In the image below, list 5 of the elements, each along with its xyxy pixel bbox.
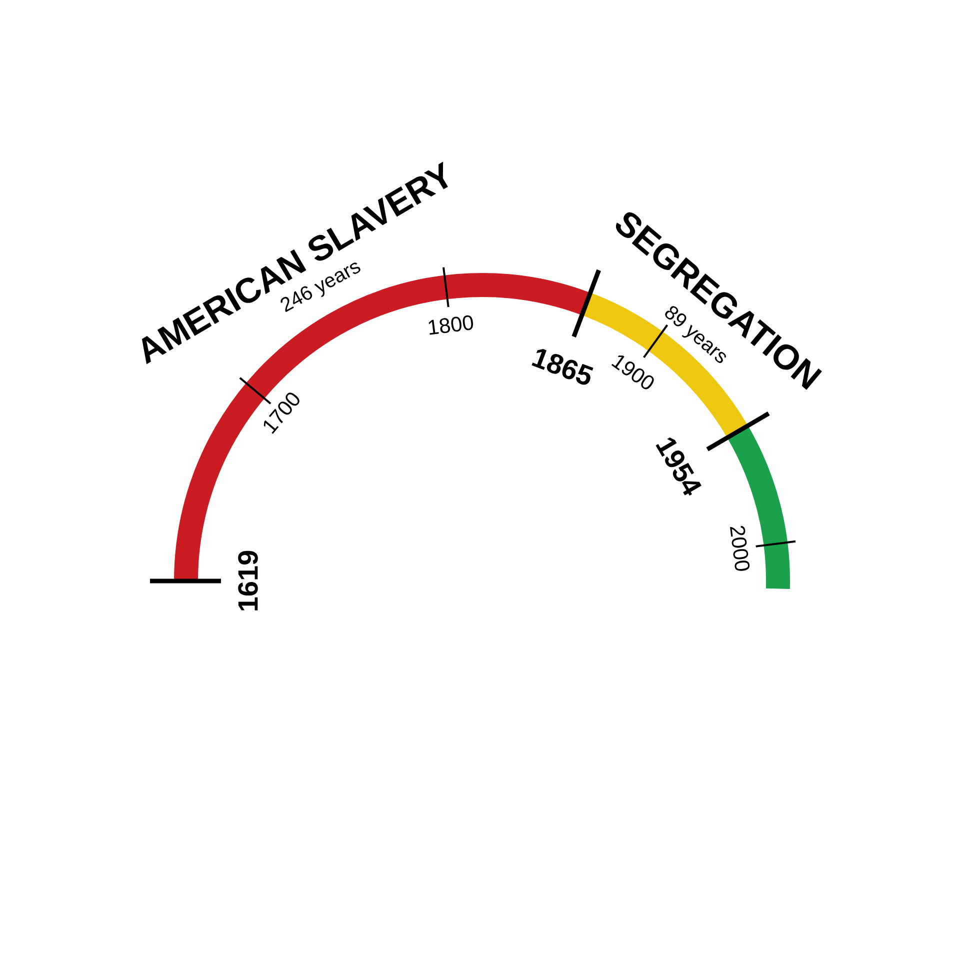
year-label: 2000 xyxy=(730,526,750,571)
year-label: 1865 xyxy=(532,349,594,385)
arc-segment xyxy=(727,426,790,589)
year-label: 1619 xyxy=(238,550,258,610)
year-label: 1800 xyxy=(428,315,474,335)
